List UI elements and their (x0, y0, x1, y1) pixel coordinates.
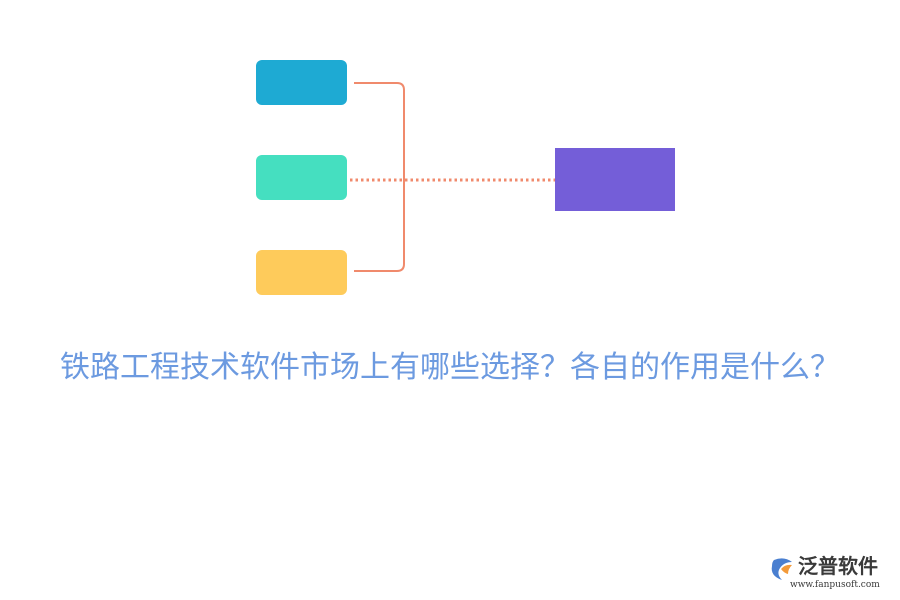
page-title: 铁路工程技术软件市场上有哪些选择？各自的作用是什么？ (60, 350, 840, 385)
source-box-1 (256, 60, 347, 105)
brand-logo: 泛普软件 www.fanpusoft.com (768, 552, 894, 592)
logo-mark-orange (781, 564, 792, 574)
fanpu-logo-icon (771, 558, 792, 580)
logo-url: www.fanpusoft.com (790, 580, 880, 590)
target-box (555, 148, 675, 211)
bracket-line (354, 82, 405, 272)
logo-mark-blue (771, 558, 792, 580)
logo-name: 泛普软件 (798, 554, 878, 578)
source-box-2 (256, 155, 347, 200)
source-box-3 (256, 250, 347, 295)
